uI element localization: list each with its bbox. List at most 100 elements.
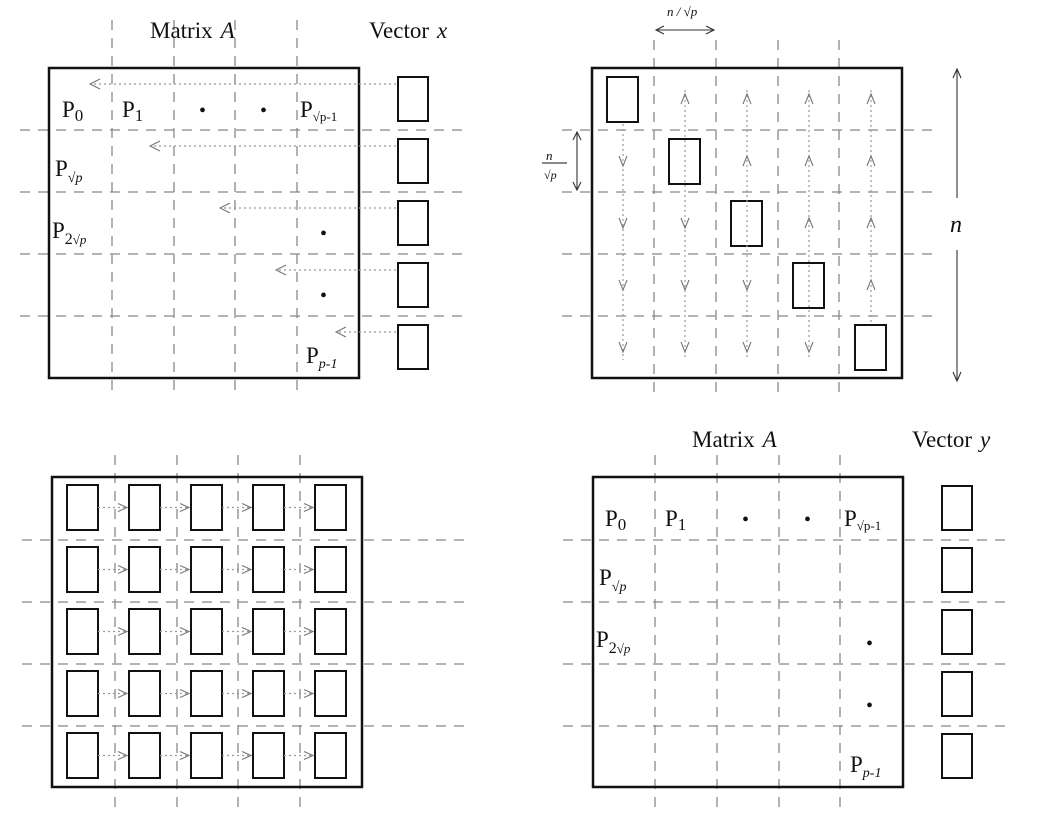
dot: • (260, 100, 267, 122)
dot: • (320, 285, 327, 307)
grid-block (314, 484, 347, 531)
vector-y-block (941, 609, 973, 655)
vector-x (397, 76, 429, 370)
matrix-b-frame (590, 66, 904, 380)
dot: • (742, 509, 749, 531)
grid-block (314, 608, 347, 655)
grid-block (128, 484, 161, 531)
vector-y-block (941, 733, 973, 779)
right-arrow-icon (179, 564, 191, 575)
matrix-a-frame (47, 66, 361, 380)
right-arrow-icon (241, 750, 253, 761)
grid-block (314, 732, 347, 779)
vector-x-block (397, 200, 429, 246)
grid-block (314, 670, 347, 717)
process-label-p-sqrtp-minus-1: P√p-1 (300, 97, 337, 124)
process-label-p-minus-1: Pp-1 (850, 752, 881, 781)
grid-block (190, 670, 223, 717)
block-width-label: n / √p (667, 4, 698, 19)
grid-block (190, 546, 223, 593)
dot: • (804, 509, 811, 531)
grid-block (128, 608, 161, 655)
vector-x-block (397, 76, 429, 122)
grid-block (252, 670, 285, 717)
matrix-d-frame (591, 475, 905, 789)
grid-block (128, 670, 161, 717)
right-arrow-icon (117, 502, 129, 513)
dot: • (866, 695, 873, 717)
right-arrow-icon (241, 688, 253, 699)
down-arrows (618, 155, 814, 354)
right-arrow-icon (241, 564, 253, 575)
process-label-p-sqrtp: P√p (599, 565, 626, 595)
block-grid (66, 484, 347, 779)
right-arrow-icon (179, 626, 191, 637)
process-label-p-sqrtp-minus-1: P√p-1 (844, 506, 881, 533)
vector-y-block (941, 485, 973, 531)
block-height-annotation: n √p (542, 130, 582, 192)
grid-block (252, 484, 285, 531)
right-arrow-icon (241, 626, 253, 637)
right-arrow-icon (303, 564, 315, 575)
right-arrow-icon (117, 626, 129, 637)
svg-text:n: n (950, 212, 962, 238)
diagonal-block (606, 76, 639, 123)
grid-block (314, 546, 347, 593)
right-arrow-icon (303, 626, 315, 637)
grid-block (252, 608, 285, 655)
vector-x-block (397, 262, 429, 308)
process-label-p0: P0 (605, 506, 626, 534)
panel-b-grid (562, 40, 935, 400)
process-label-p-2sqrtp: P2√p (52, 218, 87, 248)
vector-x-block (397, 138, 429, 184)
diagonal-block (854, 324, 887, 371)
panel-c (22, 455, 470, 810)
process-label-p0: P0 (62, 97, 83, 125)
grid-block (66, 608, 99, 655)
panel-d-grid (563, 455, 1010, 810)
process-label-p-2sqrtp: P2√p (596, 627, 631, 657)
grid-block (190, 608, 223, 655)
grid-block (190, 484, 223, 531)
dot: • (199, 100, 206, 122)
grid-block (190, 732, 223, 779)
grid-block (66, 670, 99, 717)
matrix-c-frame (50, 475, 364, 789)
right-arrow-icon (303, 502, 315, 513)
grid-block (128, 546, 161, 593)
dot: • (320, 223, 327, 245)
svg-text:n: n (546, 148, 553, 163)
panel-a-grid (20, 20, 470, 395)
column-broadcast (622, 90, 872, 360)
up-arrows (680, 92, 876, 291)
panel-c-grid (22, 455, 470, 810)
right-arrow-icon (179, 688, 191, 699)
diagonal-block (730, 200, 763, 247)
right-arrow-icon (179, 750, 191, 761)
right-arrow-icon (241, 502, 253, 513)
grid-block (66, 546, 99, 593)
grid-block (128, 732, 161, 779)
right-arrow-icon (303, 750, 315, 761)
panel-b: n / √p n √p n (542, 4, 962, 400)
process-label-p1: P1 (665, 506, 686, 534)
vector-x-block (397, 324, 429, 370)
vector-y-block (941, 547, 973, 593)
vector-y-block (941, 671, 973, 717)
process-label-p-sqrtp: P√p (55, 156, 82, 186)
grid-block (252, 546, 285, 593)
grid-block (66, 732, 99, 779)
process-label-p-minus-1: Pp-1 (306, 343, 337, 372)
panel-a-arrows (88, 78, 396, 338)
n-dimension-annotation: n (950, 67, 962, 383)
process-label-p1: P1 (122, 97, 143, 125)
svg-text:√p: √p (544, 168, 557, 182)
right-arrow-icon (117, 564, 129, 575)
